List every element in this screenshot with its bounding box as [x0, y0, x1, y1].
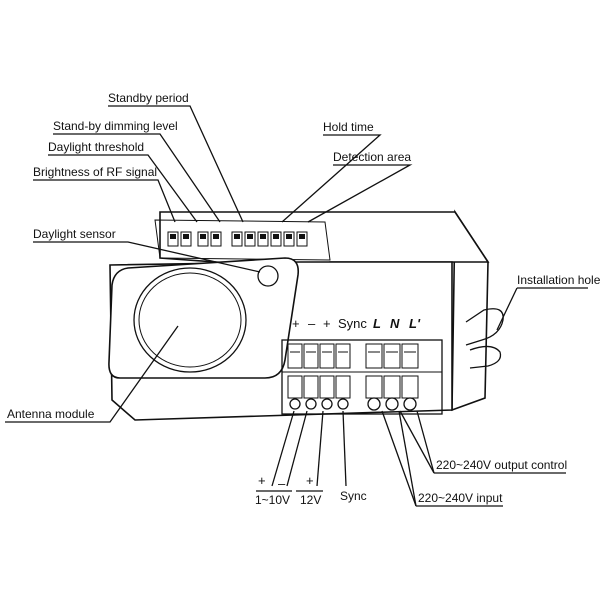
labels: Standby period Stand-by dimming level Da…	[7, 91, 600, 507]
terminal-lever	[383, 343, 401, 369]
leader-standby-dimming	[53, 133, 221, 223]
terminal-slot	[365, 375, 383, 399]
label-installation-hole: Installation hole	[517, 273, 600, 287]
label-bottom-plus12: +	[306, 473, 314, 488]
label-bottom-range: 1~10V	[255, 493, 290, 507]
leader-plus1	[271, 410, 295, 487]
terminal-screw	[305, 398, 317, 410]
label-standby-dimming-level: Stand-by dimming level	[53, 119, 178, 133]
label-bottom-minus: –	[278, 476, 286, 491]
label-bottom-plus: +	[258, 473, 266, 488]
terminal-screw	[289, 398, 301, 410]
terminal-label-n: N	[390, 316, 400, 331]
dip-switch-lever	[247, 234, 253, 239]
leader-daylight-threshold	[48, 154, 198, 223]
dip-switch-lever	[286, 234, 292, 239]
terminal-slot	[401, 375, 419, 399]
terminal-screw	[403, 397, 417, 411]
mounting-ear	[465, 308, 504, 346]
leader-output-l	[416, 410, 435, 474]
terminal-screw	[321, 398, 333, 410]
label-output-control: 220~240V output control	[436, 458, 567, 472]
label-hold-time: Hold time	[323, 120, 374, 134]
leader-input-l	[381, 410, 417, 507]
dip-switch-lever	[234, 234, 240, 239]
terminal-slot	[303, 375, 319, 399]
dip-switch-lever	[170, 234, 176, 239]
label-brightness-rf: Brightness of RF signal	[33, 165, 157, 179]
terminal-label-plus1: +	[292, 316, 300, 331]
terminal-block	[281, 339, 443, 415]
device-body	[108, 209, 504, 421]
label-daylight-threshold: Daylight threshold	[48, 140, 144, 154]
dip-switch-lever	[183, 234, 189, 239]
leader-standby-period	[108, 105, 244, 223]
dip-switch-lever	[273, 234, 279, 239]
terminal-screw	[385, 397, 399, 411]
terminal-label-plus2: +	[323, 316, 331, 331]
dip-switch-lever	[260, 234, 266, 239]
terminal-lever	[335, 343, 351, 369]
leader-output-n	[399, 410, 435, 474]
terminal-slot	[319, 375, 335, 399]
terminal-label-sync: Sync	[338, 316, 367, 331]
label-antenna-module: Antenna module	[7, 407, 95, 421]
leader-brightness-rf	[33, 179, 176, 223]
dip-switch-lever	[299, 234, 305, 239]
leader-installation-hole	[496, 287, 518, 331]
terminal-label-l: L	[373, 316, 381, 331]
terminal-lever	[319, 343, 335, 369]
label-standby-period: Standby period	[108, 91, 189, 105]
terminal-screw	[367, 397, 381, 411]
leader-sync	[342, 410, 347, 487]
terminal-slot	[383, 375, 401, 399]
terminal-label-lprime: L'	[409, 316, 421, 331]
leader-input-n	[398, 410, 417, 507]
leader-minus	[286, 410, 308, 487]
dip-switch-lever	[200, 234, 206, 239]
terminal-lever	[287, 343, 303, 369]
dip-switch-group	[167, 231, 308, 247]
terminal-screw	[337, 398, 349, 410]
label-daylight-sensor: Daylight sensor	[33, 227, 116, 241]
label-bottom-12v: 12V	[300, 493, 321, 507]
terminal-lever	[401, 343, 419, 369]
label-detection-area: Detection area	[333, 150, 411, 164]
terminal-slot	[287, 375, 303, 399]
daylight-sensor-hole	[257, 265, 279, 287]
antenna-ring-inner	[138, 272, 242, 368]
leader-plus12	[316, 410, 324, 487]
leader-detection-area	[307, 164, 413, 223]
dip-panel	[154, 219, 331, 261]
label-sync-bottom: Sync	[340, 489, 367, 503]
terminal-label-minus: –	[308, 316, 316, 331]
leader-hold-time	[281, 134, 382, 223]
terminal-lever	[303, 343, 319, 369]
leader-antenna-module	[5, 325, 179, 423]
terminal-group	[287, 343, 419, 411]
terminal-lever	[365, 343, 383, 369]
sensor-housing	[108, 257, 300, 379]
leader-lines	[5, 105, 588, 507]
terminal-slot	[335, 375, 351, 399]
mounting-ear-lower	[469, 345, 502, 369]
label-input: 220~240V input	[418, 491, 503, 505]
dip-switch-lever	[213, 234, 219, 239]
leader-daylight-sensor	[33, 241, 261, 273]
antenna-ring-outer	[133, 267, 247, 373]
